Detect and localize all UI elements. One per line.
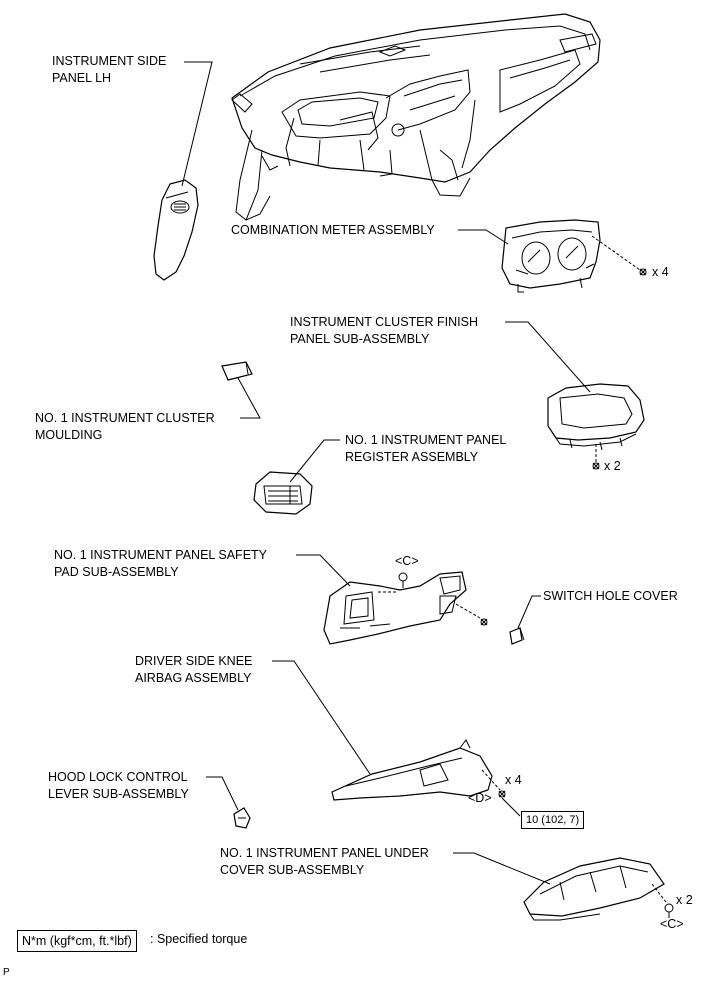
- label-line: COVER SUB-ASSEMBLY: [220, 863, 365, 877]
- label-hood-lock-lever: HOOD LOCK CONTROL LEVER SUB-ASSEMBLY: [48, 769, 189, 803]
- label-line: PANEL LH: [52, 71, 112, 85]
- corner-mark: P: [3, 967, 10, 978]
- label-cluster-finish-panel: INSTRUMENT CLUSTER FINISH PANEL SUB-ASSE…: [290, 314, 478, 348]
- meter-screw-icon: [639, 268, 647, 276]
- label-line: DRIVER SIDE KNEE: [135, 654, 253, 668]
- knee-airbag-drawing: [331, 739, 506, 801]
- label-line: COMBINATION METER ASSEMBLY: [231, 223, 435, 237]
- finish-panel-quantity: x 2: [604, 459, 621, 473]
- under-cover-drawing: [523, 857, 674, 921]
- finish-panel-screw-icon: [592, 462, 600, 470]
- safety-pad-clip-icon: [398, 572, 408, 588]
- label-knee-airbag: DRIVER SIDE KNEE AIRBAG ASSEMBLY: [135, 653, 252, 687]
- combination-meter-drawing: [501, 219, 647, 293]
- hood-lock-lever-drawing: [233, 807, 251, 829]
- airbag-bolt-code: <D>: [468, 791, 492, 805]
- label-line: MOULDING: [35, 428, 103, 442]
- instrument-side-panel-lh-drawing: [153, 179, 199, 281]
- cluster-finish-panel-drawing: [547, 383, 645, 470]
- switch-hole-cover-drawing: [509, 627, 525, 645]
- register-assembly-drawing: [253, 471, 313, 515]
- safety-pad-drawing: [323, 571, 488, 645]
- safety-pad-clip-code: <C>: [395, 554, 419, 568]
- label-line: NO. 1 INSTRUMENT PANEL UNDER: [220, 846, 429, 860]
- label-line: AIRBAG ASSEMBLY: [135, 671, 252, 685]
- label-switch-hole-cover: SWITCH HOLE COVER: [543, 588, 678, 605]
- airbag-quantity: x 4: [505, 773, 522, 787]
- label-under-cover: NO. 1 INSTRUMENT PANEL UNDER COVER SUB-A…: [220, 845, 429, 879]
- label-line: LEVER SUB-ASSEMBLY: [48, 787, 189, 801]
- label-line: REGISTER ASSEMBLY: [345, 450, 479, 464]
- under-cover-quantity: x 2: [676, 893, 693, 907]
- label-line: NO. 1 INSTRUMENT PANEL: [345, 433, 507, 447]
- legend-unit-box: N*m (kgf*cm, ft.*lbf): [17, 930, 137, 952]
- under-cover-clip-code: <C>: [660, 917, 684, 931]
- under-cover-clip-icon: [664, 903, 674, 918]
- instrument-panel-drawing: [231, 13, 601, 221]
- label-combination-meter: COMBINATION METER ASSEMBLY: [231, 222, 435, 239]
- label-line: SWITCH HOLE COVER: [543, 589, 678, 603]
- label-cluster-moulding: NO. 1 INSTRUMENT CLUSTER MOULDING: [35, 410, 215, 444]
- label-line: NO. 1 INSTRUMENT PANEL SAFETY: [54, 548, 268, 562]
- label-line: PAD SUB-ASSEMBLY: [54, 565, 179, 579]
- safety-pad-screw-icon: [480, 618, 488, 626]
- label-register-assembly: NO. 1 INSTRUMENT PANEL REGISTER ASSEMBLY: [345, 432, 506, 466]
- leader-lines: [181, 61, 591, 885]
- label-line: INSTRUMENT SIDE: [52, 54, 167, 68]
- label-line: INSTRUMENT CLUSTER FINISH: [290, 315, 478, 329]
- label-instrument-side-panel-lh: INSTRUMENT SIDE PANEL LH: [52, 53, 166, 87]
- label-line: HOOD LOCK CONTROL: [48, 770, 188, 784]
- label-line: PANEL SUB-ASSEMBLY: [290, 332, 430, 346]
- legend-description: : Specified torque: [150, 932, 248, 946]
- label-safety-pad: NO. 1 INSTRUMENT PANEL SAFETY PAD SUB-AS…: [54, 547, 267, 581]
- label-line: NO. 1 INSTRUMENT CLUSTER: [35, 411, 215, 425]
- meter-quantity: x 4: [652, 265, 669, 279]
- airbag-bolt-icon: [498, 790, 506, 798]
- cluster-moulding-drawing: [221, 361, 253, 381]
- airbag-torque-spec: 10 (102, 7): [521, 811, 585, 829]
